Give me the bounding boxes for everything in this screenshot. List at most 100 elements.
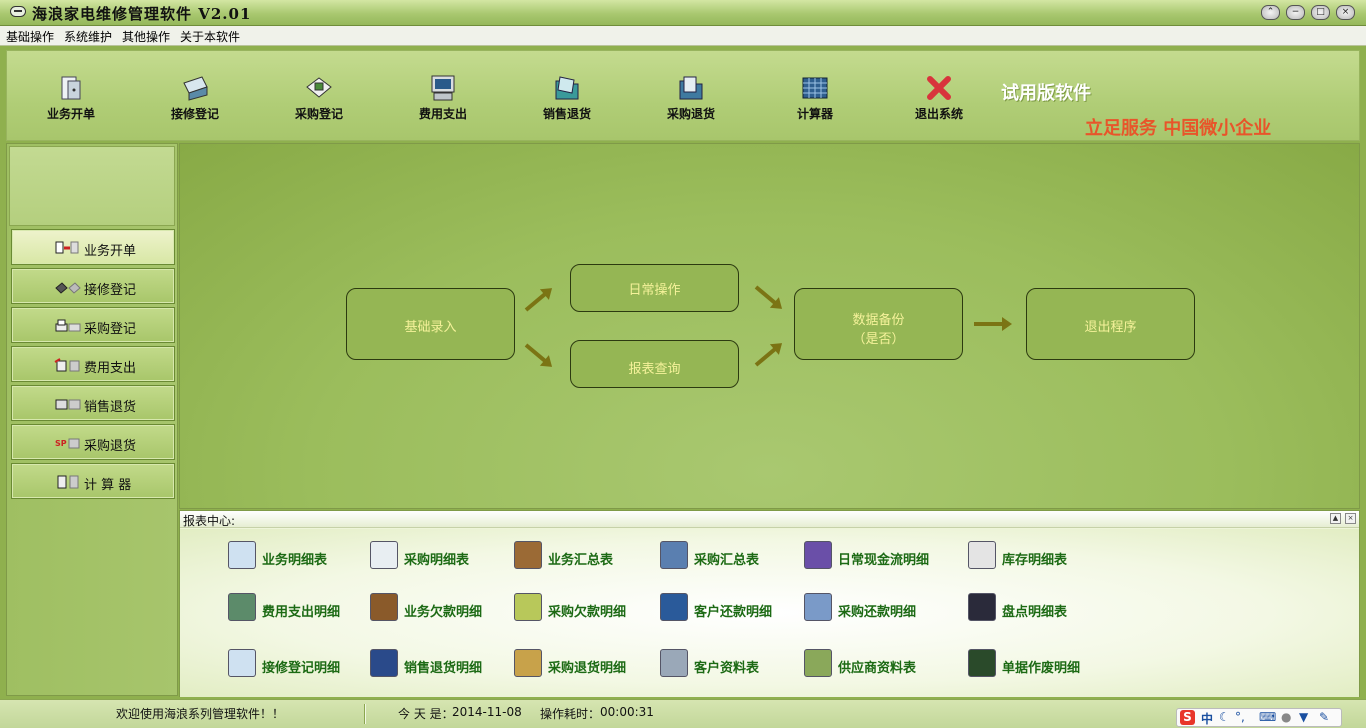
ime-mode-chinese[interactable]: 中	[1201, 712, 1214, 726]
flow-label: 报表查询	[628, 362, 681, 377]
report-item-label: 采购汇总表	[694, 553, 760, 568]
sidebar-item-label: 业务开单	[84, 244, 137, 259]
book-icon	[660, 593, 688, 621]
report-center-header: 报表中心: ▲ ×	[180, 511, 1359, 528]
cash-register-icon	[55, 399, 81, 410]
slogan-text: 立足服务 中国微小企业	[1085, 118, 1272, 139]
wrench-icon[interactable]: ✎	[1319, 710, 1330, 724]
shirt-icon[interactable]: ▼	[1299, 710, 1309, 724]
collapse-icon[interactable]: ▲	[1330, 513, 1341, 524]
flow-basic-entry-button[interactable]: 基础录入	[346, 288, 515, 360]
sidebar-item-purchase-return[interactable]: SP 采购退货	[11, 424, 175, 460]
report-item-label: 日常现金流明细	[838, 553, 930, 568]
toolbar-label: 费用支出	[418, 107, 467, 121]
close-icon[interactable]: ×	[1336, 5, 1355, 20]
printer-icon	[55, 319, 81, 332]
phone-icon	[968, 593, 996, 621]
flow-data-backup-button[interactable]: 数据备份 （是否）	[794, 288, 963, 360]
toolbar-expense-button[interactable]: 费用支出	[403, 73, 483, 122]
toolbar-business-order-button[interactable]: 业务开单	[31, 73, 111, 122]
calculator-icon	[802, 77, 828, 99]
report-item-label: 供应商资料表	[838, 661, 917, 676]
chip-icon	[968, 649, 996, 677]
flow-arrow	[754, 346, 778, 367]
menu-bar: 基础操作系统维护其他操作关于本软件	[0, 26, 1366, 46]
restore-down-icon[interactable]: ⌃	[1261, 5, 1280, 20]
report-item-label: 业务欠款明细	[404, 605, 483, 620]
sidebar-item-business-order[interactable]: 业务开单	[11, 229, 175, 265]
close-icon[interactable]: ×	[1345, 513, 1356, 524]
flow-daily-ops-button[interactable]: 日常操作	[570, 264, 739, 312]
status-divider	[364, 704, 366, 724]
report-item-label: 业务明细表	[262, 553, 328, 568]
user-icon[interactable]: ●	[1281, 710, 1292, 724]
purchase-return-icon	[679, 76, 703, 100]
report-item-label: 销售退货明细	[404, 661, 483, 676]
status-elapsed-value: 00:00:31	[600, 705, 654, 719]
report-item-label: 库存明细表	[1002, 553, 1068, 568]
search-document-icon	[228, 649, 256, 677]
toolbar-label: 接修登记	[170, 107, 219, 121]
report-item-label: 业务汇总表	[548, 553, 614, 568]
main-toolbar: 业务开单 接修登记 采购登记 费用支出 销售退货 采购退货 计算器 退出系统 试…	[6, 50, 1360, 141]
menu-system-maintenance[interactable]: 系统维护	[64, 30, 113, 44]
sidebar-item-sales-return[interactable]: 销售退货	[11, 385, 175, 421]
sidebar-item-expense[interactable]: 费用支出	[11, 346, 175, 382]
sidebar-item-label: 销售退货	[84, 400, 137, 415]
toolbar-sales-return-button[interactable]: 销售退货	[527, 73, 607, 122]
menu-about[interactable]: 关于本软件	[180, 30, 241, 44]
report-item-label: 客户还款明细	[694, 605, 773, 620]
history-icon	[514, 593, 542, 621]
newspaper-icon	[968, 541, 996, 569]
toolbar-purchase-register-button[interactable]: 采购登记	[279, 73, 359, 122]
disc-icon	[660, 541, 688, 569]
menu-basic-ops[interactable]: 基础操作	[6, 30, 55, 44]
flow-arrow	[524, 291, 548, 312]
toolbar-repair-register-button[interactable]: 接修登记	[155, 73, 235, 122]
chart-picture-icon	[228, 593, 256, 621]
toolbar-exit-button[interactable]: 退出系统	[899, 73, 979, 122]
flow-label-line1: 数据备份	[852, 313, 905, 328]
sidebar-item-label: 采购退货	[84, 439, 137, 454]
status-today-label: 今 天 是：	[398, 707, 454, 721]
sogou-logo-icon[interactable]: S	[1180, 710, 1195, 725]
maximize-icon[interactable]: □	[1311, 5, 1330, 20]
contacts-book-icon	[370, 593, 398, 621]
flow-arrow	[524, 343, 548, 364]
sidebar-item-calculator[interactable]: 计 算 器	[11, 463, 175, 499]
report-item-label: 采购还款明细	[838, 605, 917, 620]
flow-label: 退出程序	[1084, 320, 1137, 335]
toolbar-purchase-return-button[interactable]: 采购退货	[651, 73, 731, 122]
document-detail-icon	[228, 541, 256, 569]
flow-report-query-button[interactable]: 报表查询	[570, 340, 739, 388]
title-bar: 海浪家电维修管理软件 V2.01 ⌃ − □ ×	[0, 0, 1366, 26]
menu-other-ops[interactable]: 其他操作	[122, 30, 171, 44]
app-icon[interactable]	[10, 6, 26, 17]
map-icon	[804, 649, 832, 677]
clipboard-icon	[514, 649, 542, 677]
flow-arrow	[754, 285, 778, 306]
trial-version-label: 试用版软件	[1001, 83, 1091, 104]
expense-icon	[54, 358, 80, 372]
status-elapsed-label: 操作耗时：	[540, 707, 601, 721]
report-item-label: 单据作废明细	[1002, 661, 1081, 676]
keyboard-icon[interactable]: ⌨	[1259, 710, 1277, 724]
moon-icon[interactable]: ☾	[1219, 710, 1230, 724]
flow-exit-program-button[interactable]: 退出程序	[1026, 288, 1195, 360]
contacts-blue-icon	[370, 649, 398, 677]
punctuation-icon[interactable]: °,	[1235, 710, 1245, 724]
toolbar-label: 采购登记	[294, 107, 343, 121]
flow-arrow	[974, 317, 1012, 331]
toolbar-calculator-button[interactable]: 计算器	[775, 73, 855, 122]
purchase-register-icon	[306, 77, 332, 98]
workflow-area: 基础录入 日常操作 报表查询 数据备份 （是否） 退出程序	[179, 143, 1360, 509]
minimize-icon[interactable]: −	[1286, 5, 1305, 20]
sidebar-item-purchase-register[interactable]: 采购登记	[11, 307, 175, 343]
monitor-icon	[804, 541, 832, 569]
report-item-label: 采购欠款明细	[548, 605, 627, 620]
toolbar-label: 退出系统	[914, 107, 963, 121]
repair-register-icon	[183, 76, 208, 101]
sidebar-item-repair-register[interactable]: 接修登记	[11, 268, 175, 304]
expense-icon	[431, 75, 455, 101]
status-today-value: 2014-11-08	[452, 705, 522, 719]
